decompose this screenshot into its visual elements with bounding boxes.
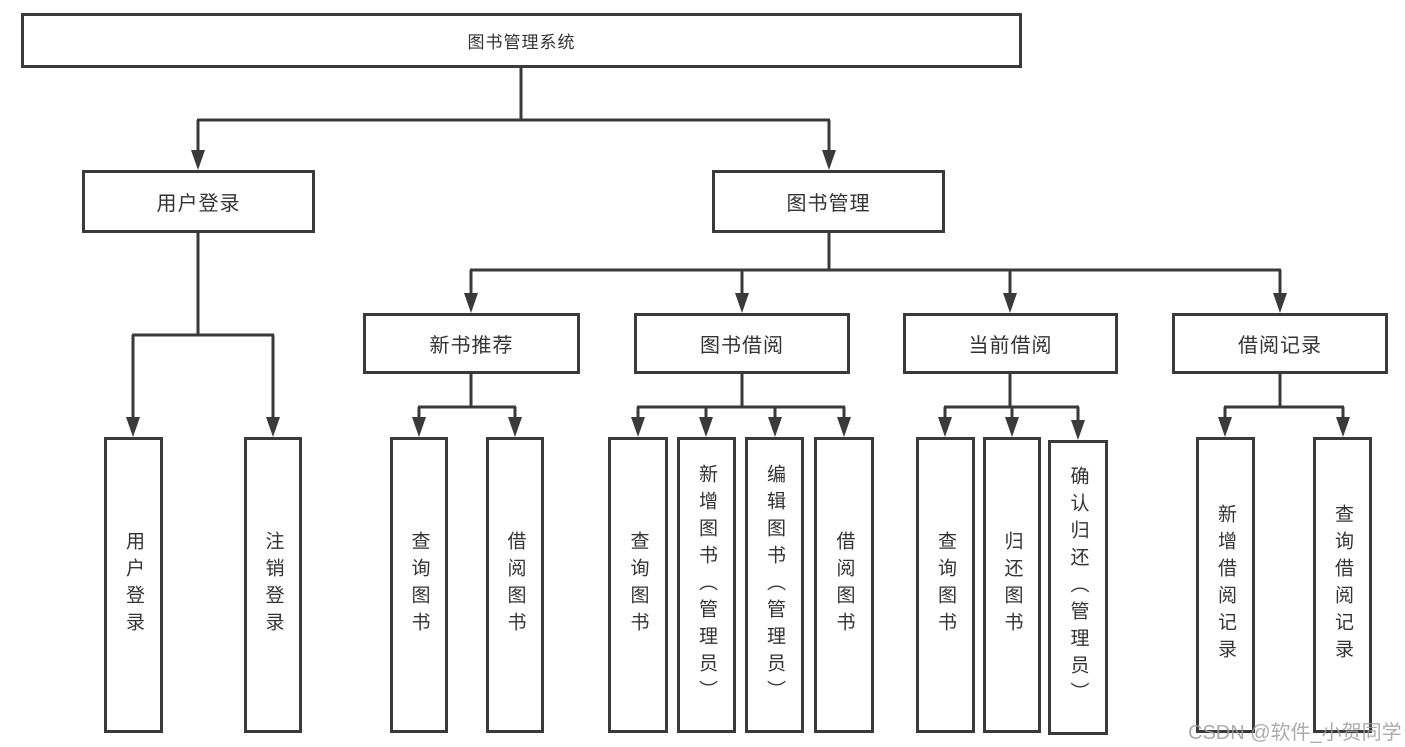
node-new-book-recommend: 新书推荐: [363, 313, 580, 374]
node-user-login-label: 用户登录: [156, 193, 241, 215]
csdn-watermark: CSDN @软件_小贺同学: [1188, 722, 1402, 744]
leaf-return-book: 归还图书: [983, 437, 1041, 733]
leaf-confirm-return-admin: 确认归还（管理员）: [1048, 440, 1108, 735]
node-book-borrowing-label: 图书借阅: [700, 335, 784, 357]
node-library-system-label: 图书管理系统: [467, 33, 576, 52]
arrowheads: [126, 150, 1350, 440]
leaf-logout: 注销登录: [244, 437, 302, 733]
leaf-newbook-query-book: 查询图书: [390, 437, 448, 733]
leaf-user-login: 用户登录: [104, 437, 163, 733]
leaf-query-borrow-record: 查询借阅记录: [1313, 437, 1372, 733]
node-book-management-label: 图书管理: [786, 193, 871, 215]
leaf-add-borrow-record: 新增借阅记录: [1196, 437, 1255, 733]
leaf-borrowing-query-book: 查询图书: [608, 437, 668, 733]
leaf-add-book-admin: 新增图书（管理员）: [677, 437, 736, 733]
leaf-edit-book-admin: 编辑图书（管理员）: [745, 437, 804, 733]
node-book-borrowing: 图书借阅: [634, 313, 850, 374]
node-library-system: 图书管理系统: [21, 13, 1022, 68]
leaf-newbook-borrow-book: 借阅图书: [486, 437, 544, 733]
leaf-current-query-book: 查询图书: [916, 437, 975, 733]
node-book-management: 图书管理: [712, 170, 945, 233]
node-current-borrowing: 当前借阅: [903, 313, 1118, 374]
node-user-login: 用户登录: [82, 170, 315, 233]
node-current-borrowing-label: 当前借阅: [968, 335, 1053, 357]
node-borrowing-records-label: 借阅记录: [1238, 335, 1322, 357]
node-new-book-recommend-label: 新书推荐: [429, 335, 514, 357]
node-borrowing-records: 借阅记录: [1172, 313, 1388, 374]
leaf-borrowing-borrow-book: 借阅图书: [814, 437, 874, 733]
